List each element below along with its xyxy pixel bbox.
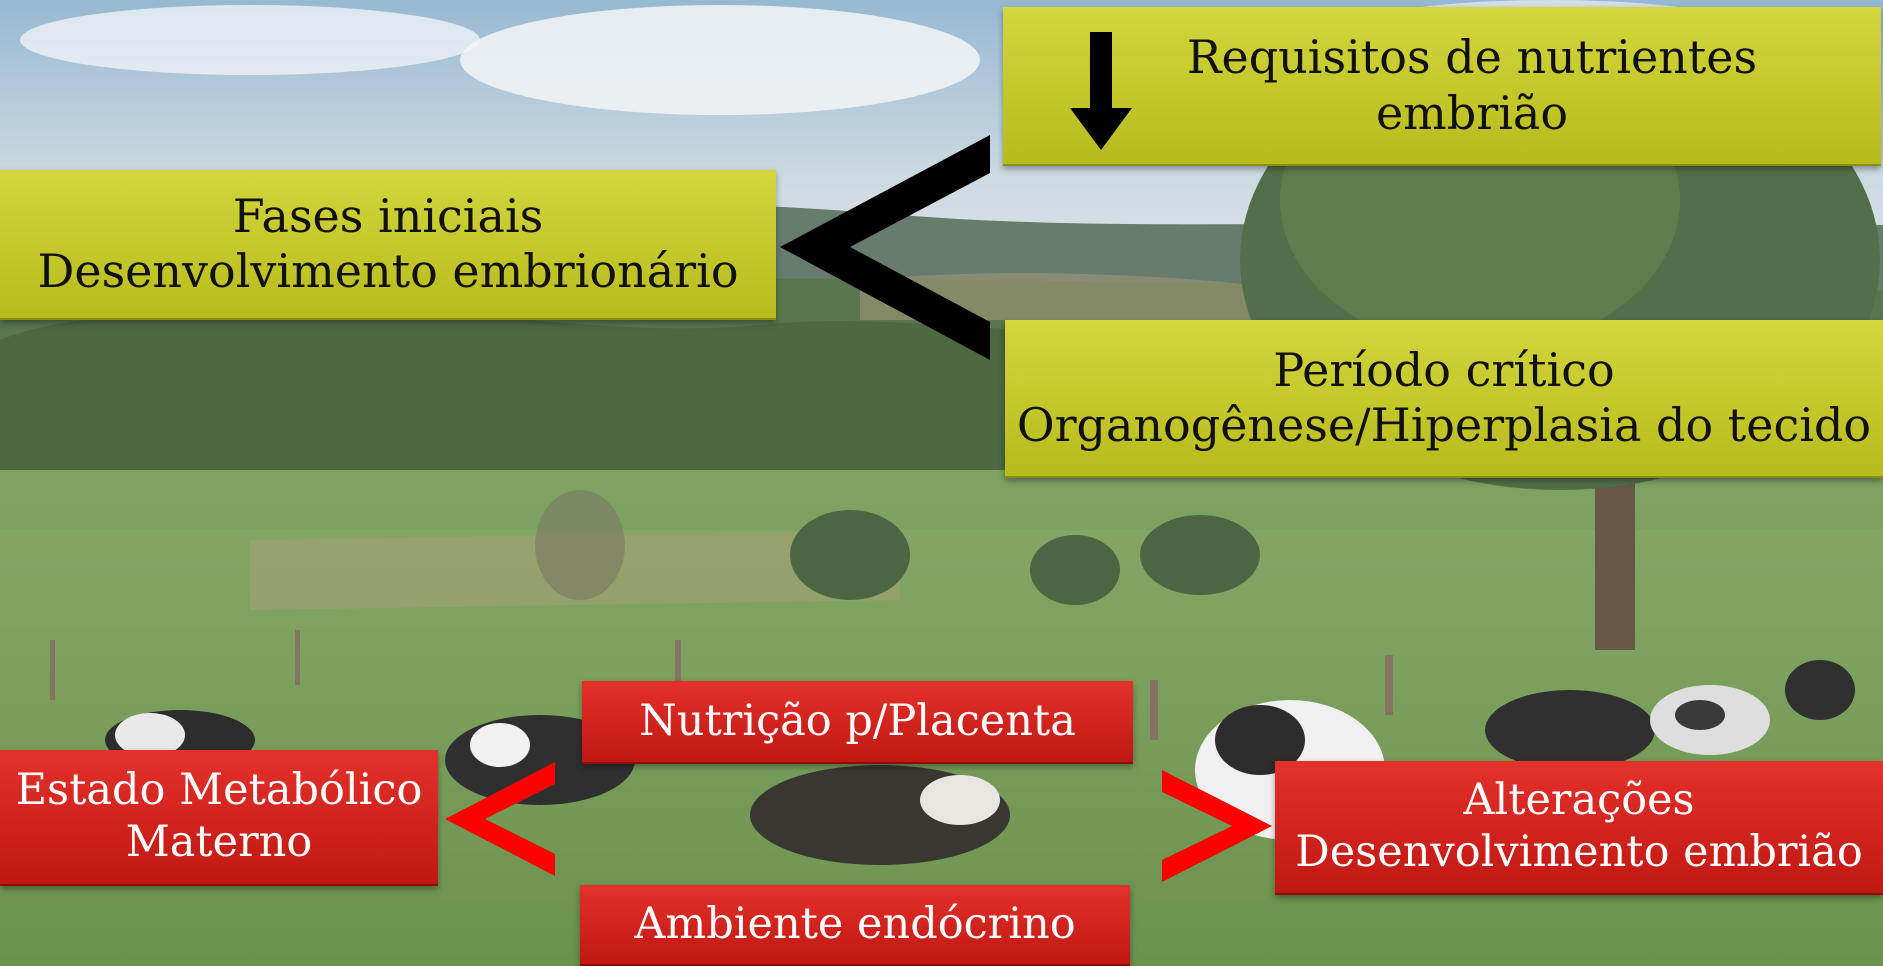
alteracoes-box: Alterações Desenvolvimento embrião xyxy=(1275,761,1883,895)
down-arrow-icon xyxy=(1070,32,1132,150)
periodo-critico-box: Período crítico Organogênese/Hiperplasia… xyxy=(1005,320,1883,478)
periodo-line2: Organogênese/Hiperplasia do tecido xyxy=(1016,398,1872,452)
alteracoes-line1: Alterações xyxy=(1463,775,1695,826)
ambiente-line1: Ambiente endócrino xyxy=(634,898,1076,949)
requisitos-line2: embrião xyxy=(1375,85,1569,140)
alteracoes-line2: Desenvolvimento embrião xyxy=(1295,827,1863,877)
greater-than-chevron-icon xyxy=(1162,770,1272,882)
nutricao-line1: Nutrição p/Placenta xyxy=(639,695,1076,746)
requisitos-line1: Requisitos de nutrientes xyxy=(1186,30,1758,85)
fases-iniciais-box: Fases iniciais Desenvolvimento embrionár… xyxy=(0,170,776,320)
red-less-than-chevron-icon xyxy=(445,762,555,876)
fases-line1: Fases iniciais xyxy=(232,188,544,243)
estado-line1: Estado Metabólico xyxy=(15,765,423,816)
periodo-line1: Período crítico xyxy=(1273,342,1615,397)
estado-metabolico-box: Estado Metabólico Materno xyxy=(0,750,438,886)
less-than-chevron-icon xyxy=(780,135,990,360)
requisitos-nutrientes-box: Requisitos de nutrientes embrião xyxy=(1003,7,1881,166)
nutricao-placenta-box: Nutrição p/Placenta xyxy=(582,681,1133,764)
ambiente-endocrino-box: Ambiente endócrino xyxy=(580,885,1130,966)
estado-line2: Materno xyxy=(125,817,313,867)
fases-line2: Desenvolvimento embrionário xyxy=(37,244,739,298)
